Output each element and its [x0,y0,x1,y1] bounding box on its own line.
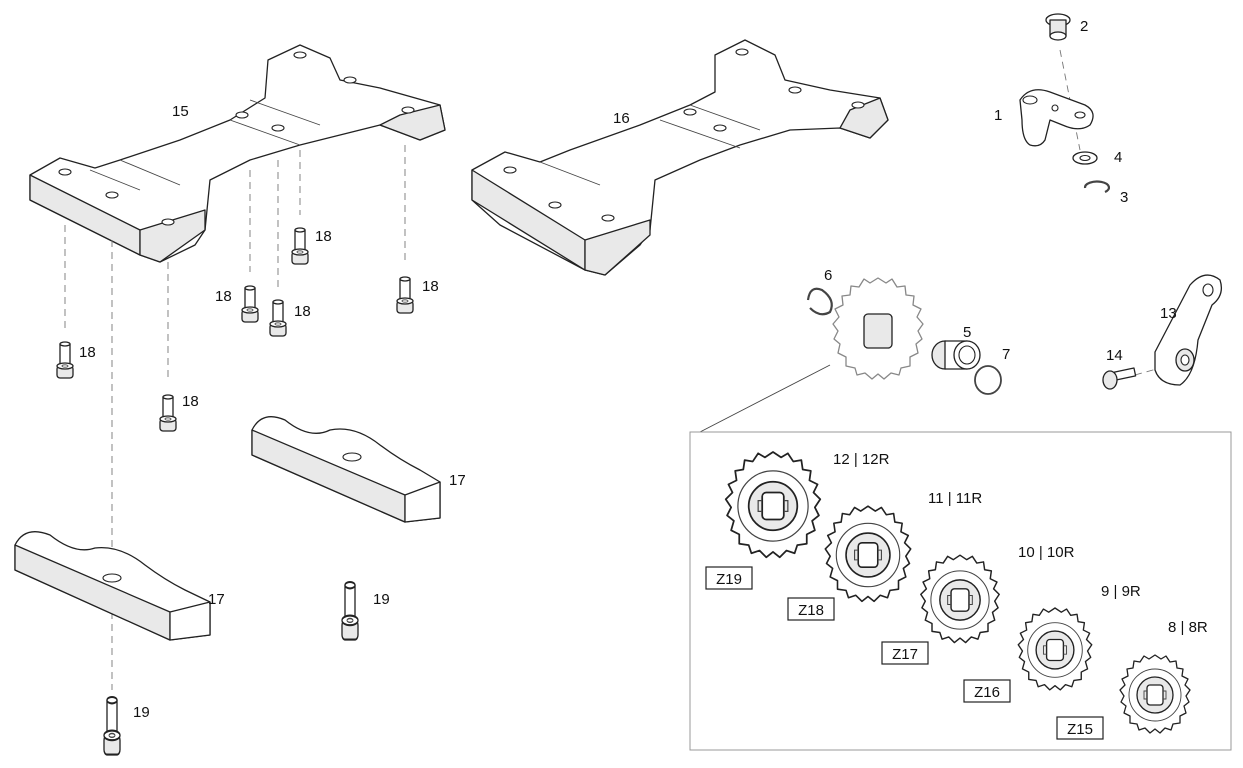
z15-label: Z15 [1067,721,1093,738]
callout-18-c: 18 [215,288,232,305]
callout-19-b: 19 [373,591,390,608]
z17-box [881,641,929,665]
plate-17-lower [14,531,211,641]
sprocket-z18 [824,505,912,603]
bolt-18-c [241,285,259,323]
circlip-part-6 [806,287,833,316]
sprocket-z19 [724,451,822,559]
sprocket-ref-8: 8 | 8R [1168,619,1208,636]
sprocket-z17 [920,554,1000,644]
sprocket-ref-11: 11 | 11R [928,490,982,507]
sprocket-variants-box [689,431,1232,751]
callout-7: 7 [1002,346,1010,363]
lever-part-1 [1019,89,1094,147]
callout-18-b: 18 [182,393,199,410]
arm-part-13 [1154,274,1223,386]
bolt-18-d [269,299,287,337]
z15-box [1056,716,1104,740]
callout-13: 13 [1160,305,1177,322]
callout-15: 15 [172,103,189,120]
washer-part-4 [1072,151,1098,165]
main-sprocket [832,277,924,380]
bolt-18-f [396,276,414,314]
callout-3: 3 [1120,189,1128,206]
callout-2: 2 [1080,18,1088,35]
z17-label: Z17 [892,646,918,663]
z18-label: Z18 [798,602,824,619]
callout-17-upper: 17 [449,472,466,489]
sprocket-z16 [1017,607,1093,691]
z19-box [705,566,753,590]
frame-part-15 [29,44,446,263]
z16-label: Z16 [974,684,1000,701]
sprocket-ref-12: 12 | 12R [833,451,890,468]
bolt-18-a [56,341,74,379]
callout-18-e: 18 [315,228,332,245]
sprocket-z15 [1119,654,1191,734]
callout-6: 6 [824,267,832,284]
z16-box [963,679,1011,703]
bolt-19-b [340,580,360,641]
callout-19-a: 19 [133,704,150,721]
oring-part-7 [974,365,1002,395]
callout-18-a: 18 [79,344,96,361]
sprocket-ref-9: 9 | 9R [1101,583,1141,600]
callout-18-d: 18 [294,303,311,320]
bolt-18-e [291,227,309,265]
circlip-part-3 [1083,180,1110,194]
callout-18-f: 18 [422,278,439,295]
spacer-part-5 [931,340,981,370]
leader-line [699,364,831,433]
sprocket-ref-10: 10 | 10R [1018,544,1075,561]
callout-14: 14 [1106,347,1123,364]
bolt-18-b [159,394,177,432]
bolt-part-14 [1102,367,1137,390]
bolt-19-a [102,695,122,756]
pin-part-2 [1045,13,1071,41]
callout-17-lower: 17 [208,591,225,608]
plate-17-upper [251,416,441,523]
callout-1: 1 [994,107,1002,124]
frame-part-16 [471,39,889,276]
z19-label: Z19 [716,571,742,588]
callout-5: 5 [963,324,971,341]
callout-4: 4 [1114,149,1122,166]
callout-16: 16 [613,110,630,127]
z18-box [787,597,835,621]
